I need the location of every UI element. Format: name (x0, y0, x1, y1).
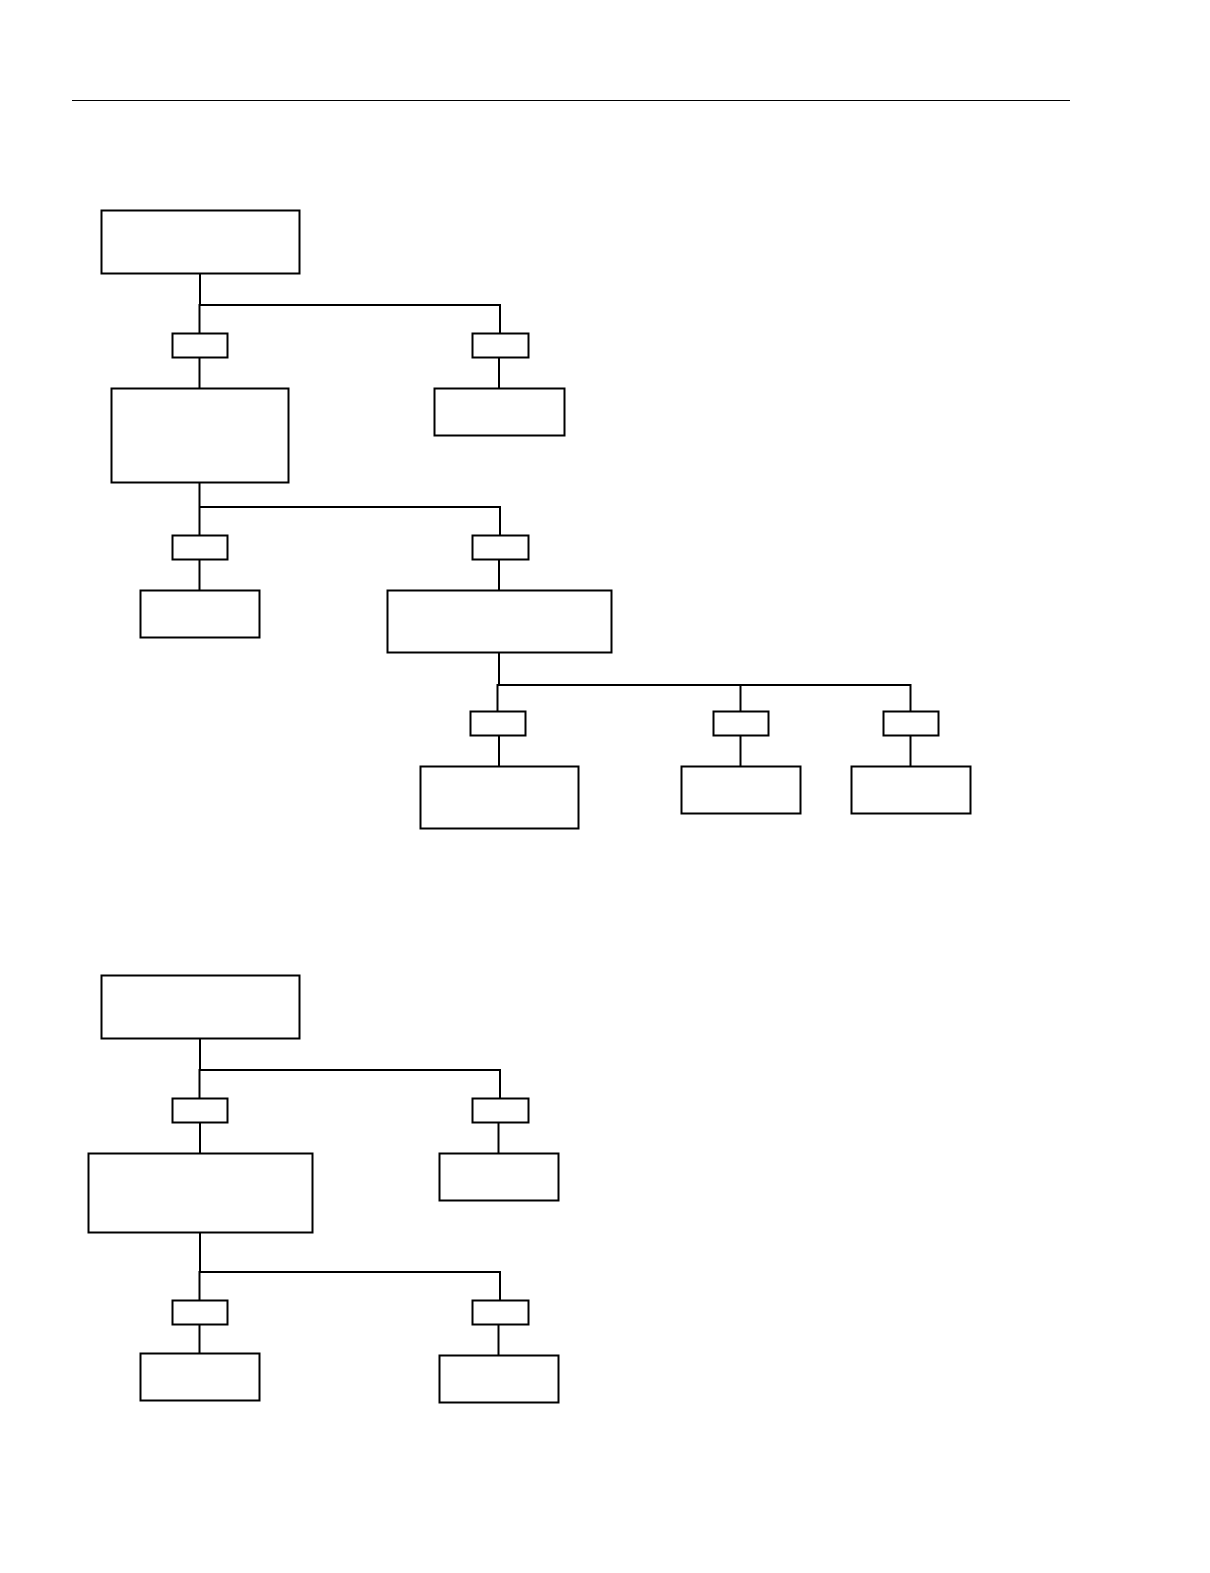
edge-label-box (471, 1097, 530, 1124)
edge-label-box (171, 534, 229, 561)
tree-diagram-2 (87, 974, 560, 1404)
edge-label-box (469, 710, 527, 737)
tree-node-box (87, 1152, 314, 1234)
edge-label-box (712, 710, 770, 737)
tree-node-box (110, 387, 290, 484)
tree-node-box (438, 1354, 560, 1404)
tree-node-box (433, 387, 566, 437)
edge-label-box (471, 1299, 530, 1326)
tree-node-box (419, 765, 580, 830)
edge-label-box (471, 332, 530, 359)
tree-node-box (386, 589, 613, 654)
tree-node-box (139, 589, 261, 639)
tree-node-box (438, 1152, 560, 1202)
tree-node-box (850, 765, 972, 815)
tree-node-box (100, 209, 301, 275)
tree-node-box (139, 1352, 261, 1402)
edge-label-box (882, 710, 940, 737)
edge-label-box (171, 332, 229, 359)
diagrams-group (87, 209, 972, 1404)
tree-diagram-1 (100, 209, 972, 830)
tree-node-box (680, 765, 802, 815)
tree-node-box (100, 974, 301, 1040)
edge-label-box (171, 1299, 229, 1326)
edge-label-box (471, 534, 530, 561)
edge-label-box (171, 1097, 229, 1124)
